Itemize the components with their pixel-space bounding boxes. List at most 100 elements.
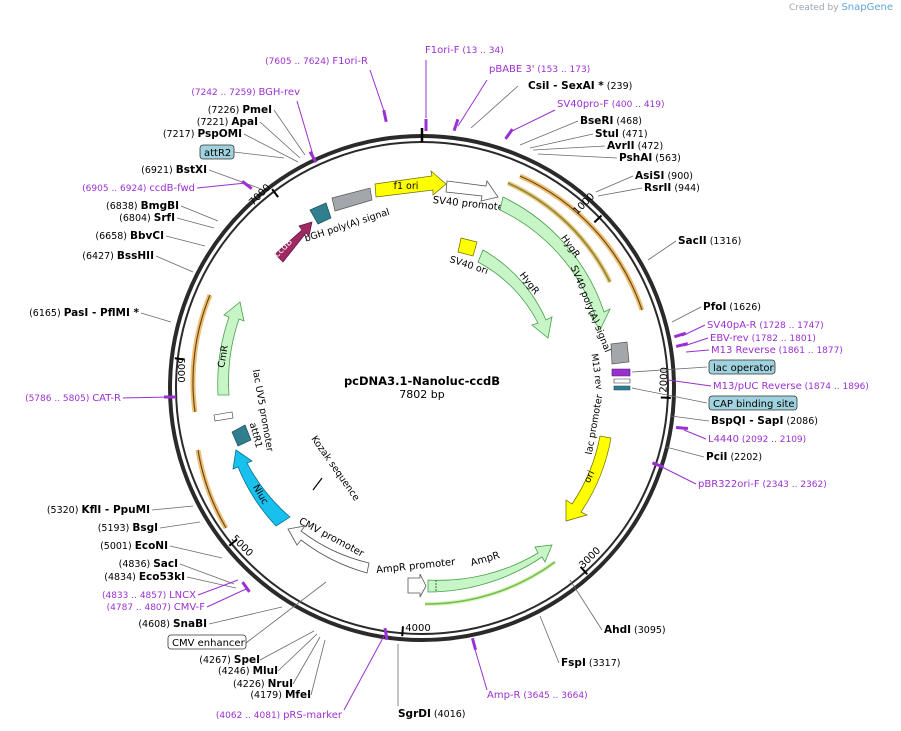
sv40-ori-feature[interactable] <box>457 237 478 257</box>
primer-site-mark <box>673 331 687 339</box>
enzyme-label[interactable]: (6658) BbvCI <box>95 230 164 242</box>
ori-feature[interactable] <box>565 435 612 522</box>
attr1-feature[interactable] <box>231 424 252 447</box>
leader-line <box>208 606 283 625</box>
sv40-promoter-feature[interactable] <box>445 179 499 202</box>
cmr-feature[interactable] <box>217 301 245 396</box>
primer-label[interactable]: Amp-R (3645 .. 3664) <box>487 690 588 701</box>
ampr-promoter-feature[interactable] <box>407 573 427 598</box>
primer-label[interactable]: (7605 .. 7624) F1ori-R <box>265 56 368 67</box>
enzyme-label[interactable]: PshAI (563) <box>619 152 681 164</box>
hygr-outer-feature[interactable] <box>499 196 611 331</box>
leader-line <box>155 255 194 273</box>
primer-label[interactable]: L4440 (2092 .. 2109) <box>708 434 806 445</box>
enzyme-label[interactable]: StuI (471) <box>595 128 648 140</box>
tick-label: 4000 <box>405 623 430 634</box>
primer-label[interactable]: M13 Reverse (1861 .. 1877) <box>711 345 843 356</box>
kozak-feature[interactable] <box>312 477 323 491</box>
primer-label[interactable]: (4062 .. 4081) pRS-marker <box>216 710 343 721</box>
enzyme-label[interactable]: RsrII (944) <box>644 182 700 194</box>
primer-label[interactable]: (7242 .. 7259) BGH-rev <box>191 87 300 98</box>
orange-orf-left-upper-line <box>192 294 211 413</box>
nluc-feature[interactable] <box>232 449 291 527</box>
enzyme-label[interactable]: BseRI (468) <box>580 115 642 127</box>
leader-line <box>665 446 705 458</box>
enzyme-label[interactable]: (4836) SacI <box>119 558 178 570</box>
sv40-promoter-label: SV40 promoter <box>432 195 509 214</box>
enzyme-label[interactable]: CsiI - SexAI * (239) <box>528 80 632 92</box>
enzyme-label[interactable]: (6838) BmgBI <box>106 200 179 212</box>
primer-label[interactable]: (5786 .. 5805) CAT-R <box>25 393 121 404</box>
lac-operator-feature[interactable] <box>613 378 631 384</box>
ccdb-feature[interactable] <box>274 221 313 263</box>
enzyme-label[interactable]: (4226) NruI <box>233 678 293 690</box>
primer-leader-line <box>457 79 488 127</box>
leader-line <box>169 545 223 559</box>
enzyme-label[interactable]: (5320) KflI - PpuMI <box>47 504 150 516</box>
enzyme-label[interactable]: (6427) BssHII <box>82 250 154 262</box>
enzyme-label[interactable]: SacII (1316) <box>678 235 741 247</box>
boxed-feature-label[interactable]: CMV enhancer <box>172 638 246 649</box>
enzyme-label[interactable]: (4267) SpeI <box>199 654 260 666</box>
primer-label[interactable]: SV40pro-F (400 .. 419) <box>557 99 665 110</box>
enzyme-label[interactable]: AhdI (3095) <box>604 624 666 636</box>
kozak-label: Kozak sequence <box>309 434 362 503</box>
primer-leader-line <box>197 579 239 596</box>
primer-label[interactable]: (4787 .. 4807) CMV-F <box>107 602 206 613</box>
sv40-polya-feature[interactable] <box>610 341 630 365</box>
primer-label[interactable]: pBR322ori-F (2343 .. 2362) <box>698 479 827 490</box>
ori-label: ori <box>582 469 597 485</box>
primer-label[interactable]: (6905 .. 6924) ccdB-fwd <box>82 183 195 194</box>
lac-uv5-feature[interactable] <box>213 411 234 422</box>
hygr-outer-orf-highlight <box>506 180 613 284</box>
primer-label[interactable]: M13/pUC Reverse (1874 .. 1896) <box>713 381 869 392</box>
m13-rev-feature[interactable] <box>611 368 631 377</box>
enzyme-label[interactable]: (5193) BsgI <box>98 522 158 534</box>
tick-4000 <box>401 626 404 637</box>
leader-line <box>597 187 643 197</box>
boxed-feature-label[interactable]: CAP binding site <box>713 399 795 410</box>
enzyme-label[interactable]: (6165) PasI - PflMI * <box>29 307 139 319</box>
enzyme-label[interactable]: (4608) SnaBI <box>138 618 207 630</box>
enzyme-label[interactable]: (6921) BstXI <box>141 164 207 176</box>
enzyme-label[interactable]: (4246) MluI <box>218 665 278 677</box>
primer-site-mark <box>675 425 689 431</box>
enzyme-label[interactable]: (5001) EcoNI <box>100 540 168 552</box>
cap-site-feature[interactable] <box>613 385 631 391</box>
primer-label[interactable]: F1ori-F (13 .. 34) <box>425 45 504 56</box>
cmv-promoter-feature[interactable] <box>287 525 370 574</box>
enzyme-label[interactable]: PfoI (1626) <box>703 301 761 313</box>
enzyme-label[interactable]: (4834) Eco53kI <box>104 571 185 583</box>
enzyme-label[interactable]: BspQI - SapI (2086) <box>711 415 818 427</box>
f1-ori-feature[interactable] <box>374 170 447 198</box>
primer-site-mark <box>308 151 318 163</box>
enzyme-label[interactable]: (6804) SrfI <box>119 212 175 224</box>
boxed-feature-label[interactable]: lac operator <box>713 363 774 374</box>
attr2-feature[interactable] <box>309 202 332 225</box>
enzyme-label[interactable]: (7217) PspOMI <box>163 128 242 140</box>
enzyme-label[interactable]: (4179) MfeI <box>250 689 311 701</box>
primer-site-mark <box>424 119 428 131</box>
enzyme-label[interactable]: AsiSI (900) <box>635 170 693 182</box>
ampr-feature[interactable] <box>427 544 553 593</box>
leader-line <box>259 121 301 159</box>
primer-label[interactable]: EBV-rev (1782 .. 1801) <box>710 333 816 344</box>
enzyme-label[interactable]: PciI (2202) <box>706 451 762 463</box>
enzyme-label[interactable]: FspI (3317) <box>561 657 620 669</box>
ampr-promoter-label: AmpR promoter <box>376 557 457 576</box>
bgh-polya-feature[interactable] <box>331 187 373 212</box>
enzyme-label[interactable]: (7226) PmeI <box>208 104 272 116</box>
primer-label[interactable]: pBABE 3' (153 .. 173) <box>489 64 590 75</box>
hygr-inner-feature[interactable] <box>477 249 553 339</box>
primer-label[interactable]: SV40pA-R (1728 .. 1747) <box>707 320 824 331</box>
primer-label[interactable]: (4833 .. 4857) LNCX <box>102 590 196 601</box>
enzyme-label[interactable]: AvrII (472) <box>607 140 663 152</box>
primer-site-mark <box>651 461 665 469</box>
enzyme-label[interactable]: SgrDI (4016) <box>398 708 466 720</box>
primer-site-mark <box>241 581 251 593</box>
leader-line <box>470 85 519 129</box>
boxed-feature-label[interactable]: attR2 <box>204 148 231 159</box>
leader-line <box>595 175 634 193</box>
enzyme-label[interactable]: (7221) ApaI <box>197 116 258 128</box>
